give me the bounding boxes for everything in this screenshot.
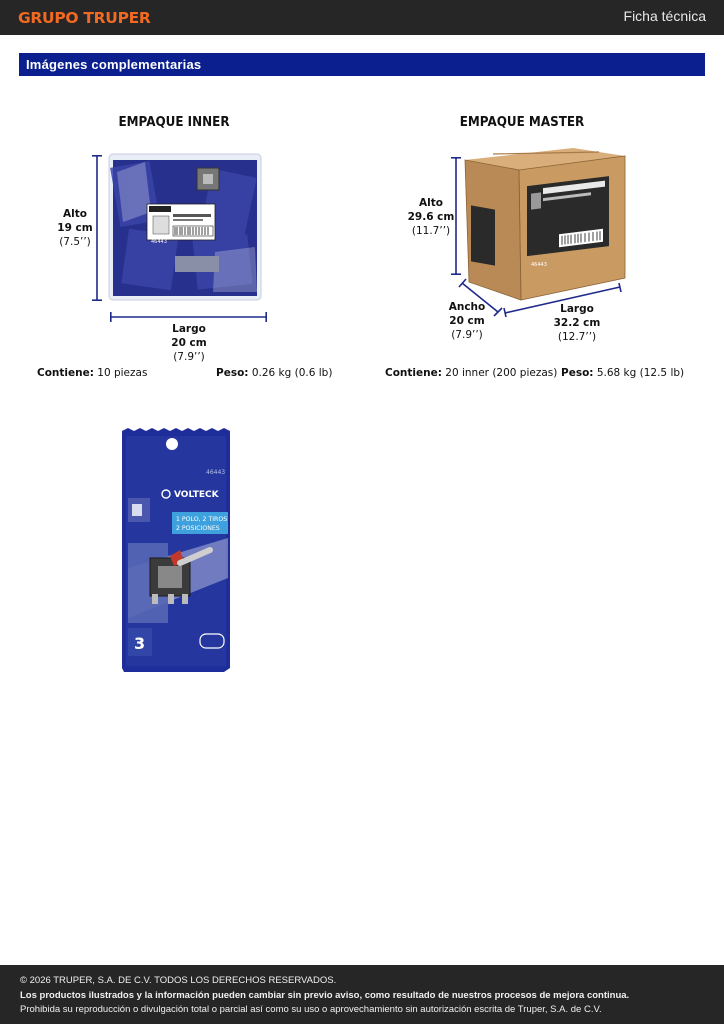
master-title: EMPAQUE MASTER xyxy=(459,115,585,130)
inner-alto-label: Alto 19 cm (7.5’’) xyxy=(35,207,115,249)
master-alto-label: Alto 29.6 cm (11.7’’) xyxy=(391,196,471,238)
doc-title: Ficha técnica xyxy=(623,8,706,24)
master-contiene: Contiene: 20 inner (200 piezas) xyxy=(385,367,557,379)
top-bar: GRUPO TRUPER Ficha técnica xyxy=(0,0,724,35)
inner-title: EMPAQUE INNER xyxy=(118,115,230,130)
footer-prohibition: Prohibida su reproducción o divulgación … xyxy=(20,1004,602,1015)
product-count: 3 xyxy=(134,634,145,653)
master-ancho-title: Ancho xyxy=(448,301,486,313)
master-ancho-label: Ancho 20 cm (7.9’’) xyxy=(427,300,507,342)
master-largo-label: Largo 32.2 cm (12.7’’) xyxy=(537,302,617,344)
master-largo-inches: (12.7’’) xyxy=(557,331,597,343)
brand-logo: GRUPO TRUPER xyxy=(18,9,151,27)
footer-copyright: © 2026 TRUPER, S.A. DE C.V. TODOS LOS DE… xyxy=(20,975,337,986)
product-package-image: VOLTECK 46443 1 POLO, 2 TIROS 2 POSICION… xyxy=(122,428,230,672)
master-ancho-inches: (7.9’’) xyxy=(451,329,483,341)
master-alto-dimension-line xyxy=(451,157,461,275)
master-peso: Peso: 5.68 kg (12.5 lb) xyxy=(561,367,684,379)
inner-contiene-value: 10 piezas xyxy=(97,367,148,379)
master-largo-dimension-line xyxy=(503,282,622,318)
master-largo-title: Largo xyxy=(560,303,594,315)
master-alto-inches: (11.7’’) xyxy=(411,225,451,237)
footer: © 2026 TRUPER, S.A. DE C.V. TODOS LOS DE… xyxy=(0,965,724,1024)
master-peso-value: 5.68 kg (12.5 lb) xyxy=(596,367,685,379)
inner-bag-code: 46443 xyxy=(151,239,167,245)
section-header: Imágenes complementarias xyxy=(19,53,705,76)
master-peso-label: Peso: xyxy=(561,367,594,379)
inner-largo-inches: (7.9’’) xyxy=(173,351,205,363)
inner-package-image: 46443 xyxy=(108,153,262,301)
inner-alto-value: 19 cm xyxy=(57,222,93,234)
footer-notice: Los productos ilustrados y la informació… xyxy=(20,990,630,1001)
master-alto-title: Alto xyxy=(419,197,443,209)
product-tag: 1 POLO, 2 TIROS xyxy=(176,516,227,523)
master-contiene-value: 20 inner (200 piezas) xyxy=(445,367,558,379)
product-code: 46443 xyxy=(206,469,225,476)
inner-contiene-label: Contiene: xyxy=(37,367,94,379)
inner-alto-inches: (7.5’’) xyxy=(59,236,91,248)
master-box-image: 46443 xyxy=(464,148,626,301)
master-ancho-value: 20 cm xyxy=(449,315,485,327)
master-largo-value: 32.2 cm xyxy=(553,317,601,329)
inner-largo-value: 20 cm xyxy=(171,337,207,349)
master-box-code: 46443 xyxy=(531,262,547,268)
section-title: Imágenes complementarias xyxy=(26,57,202,72)
inner-peso-label: Peso: xyxy=(216,367,249,379)
master-ancho-dimension-line xyxy=(458,278,503,317)
inner-peso: Peso: 0.26 kg (0.6 lb) xyxy=(216,367,332,379)
master-alto-value: 29.6 cm xyxy=(407,211,455,223)
product-tag2: 2 POSICIONES xyxy=(176,525,220,532)
inner-alto-dimension-line xyxy=(92,155,102,301)
inner-peso-value: 0.26 kg (0.6 lb) xyxy=(251,367,333,379)
inner-largo-dimension-line xyxy=(110,312,267,322)
product-brand: VOLTECK xyxy=(174,490,220,500)
inner-largo-label: Largo 20 cm (7.9’’) xyxy=(149,322,229,364)
inner-largo-title: Largo xyxy=(172,323,206,335)
master-contiene-label: Contiene: xyxy=(385,367,442,379)
inner-contiene: Contiene: 10 piezas xyxy=(37,367,147,379)
inner-alto-title: Alto xyxy=(63,208,87,220)
